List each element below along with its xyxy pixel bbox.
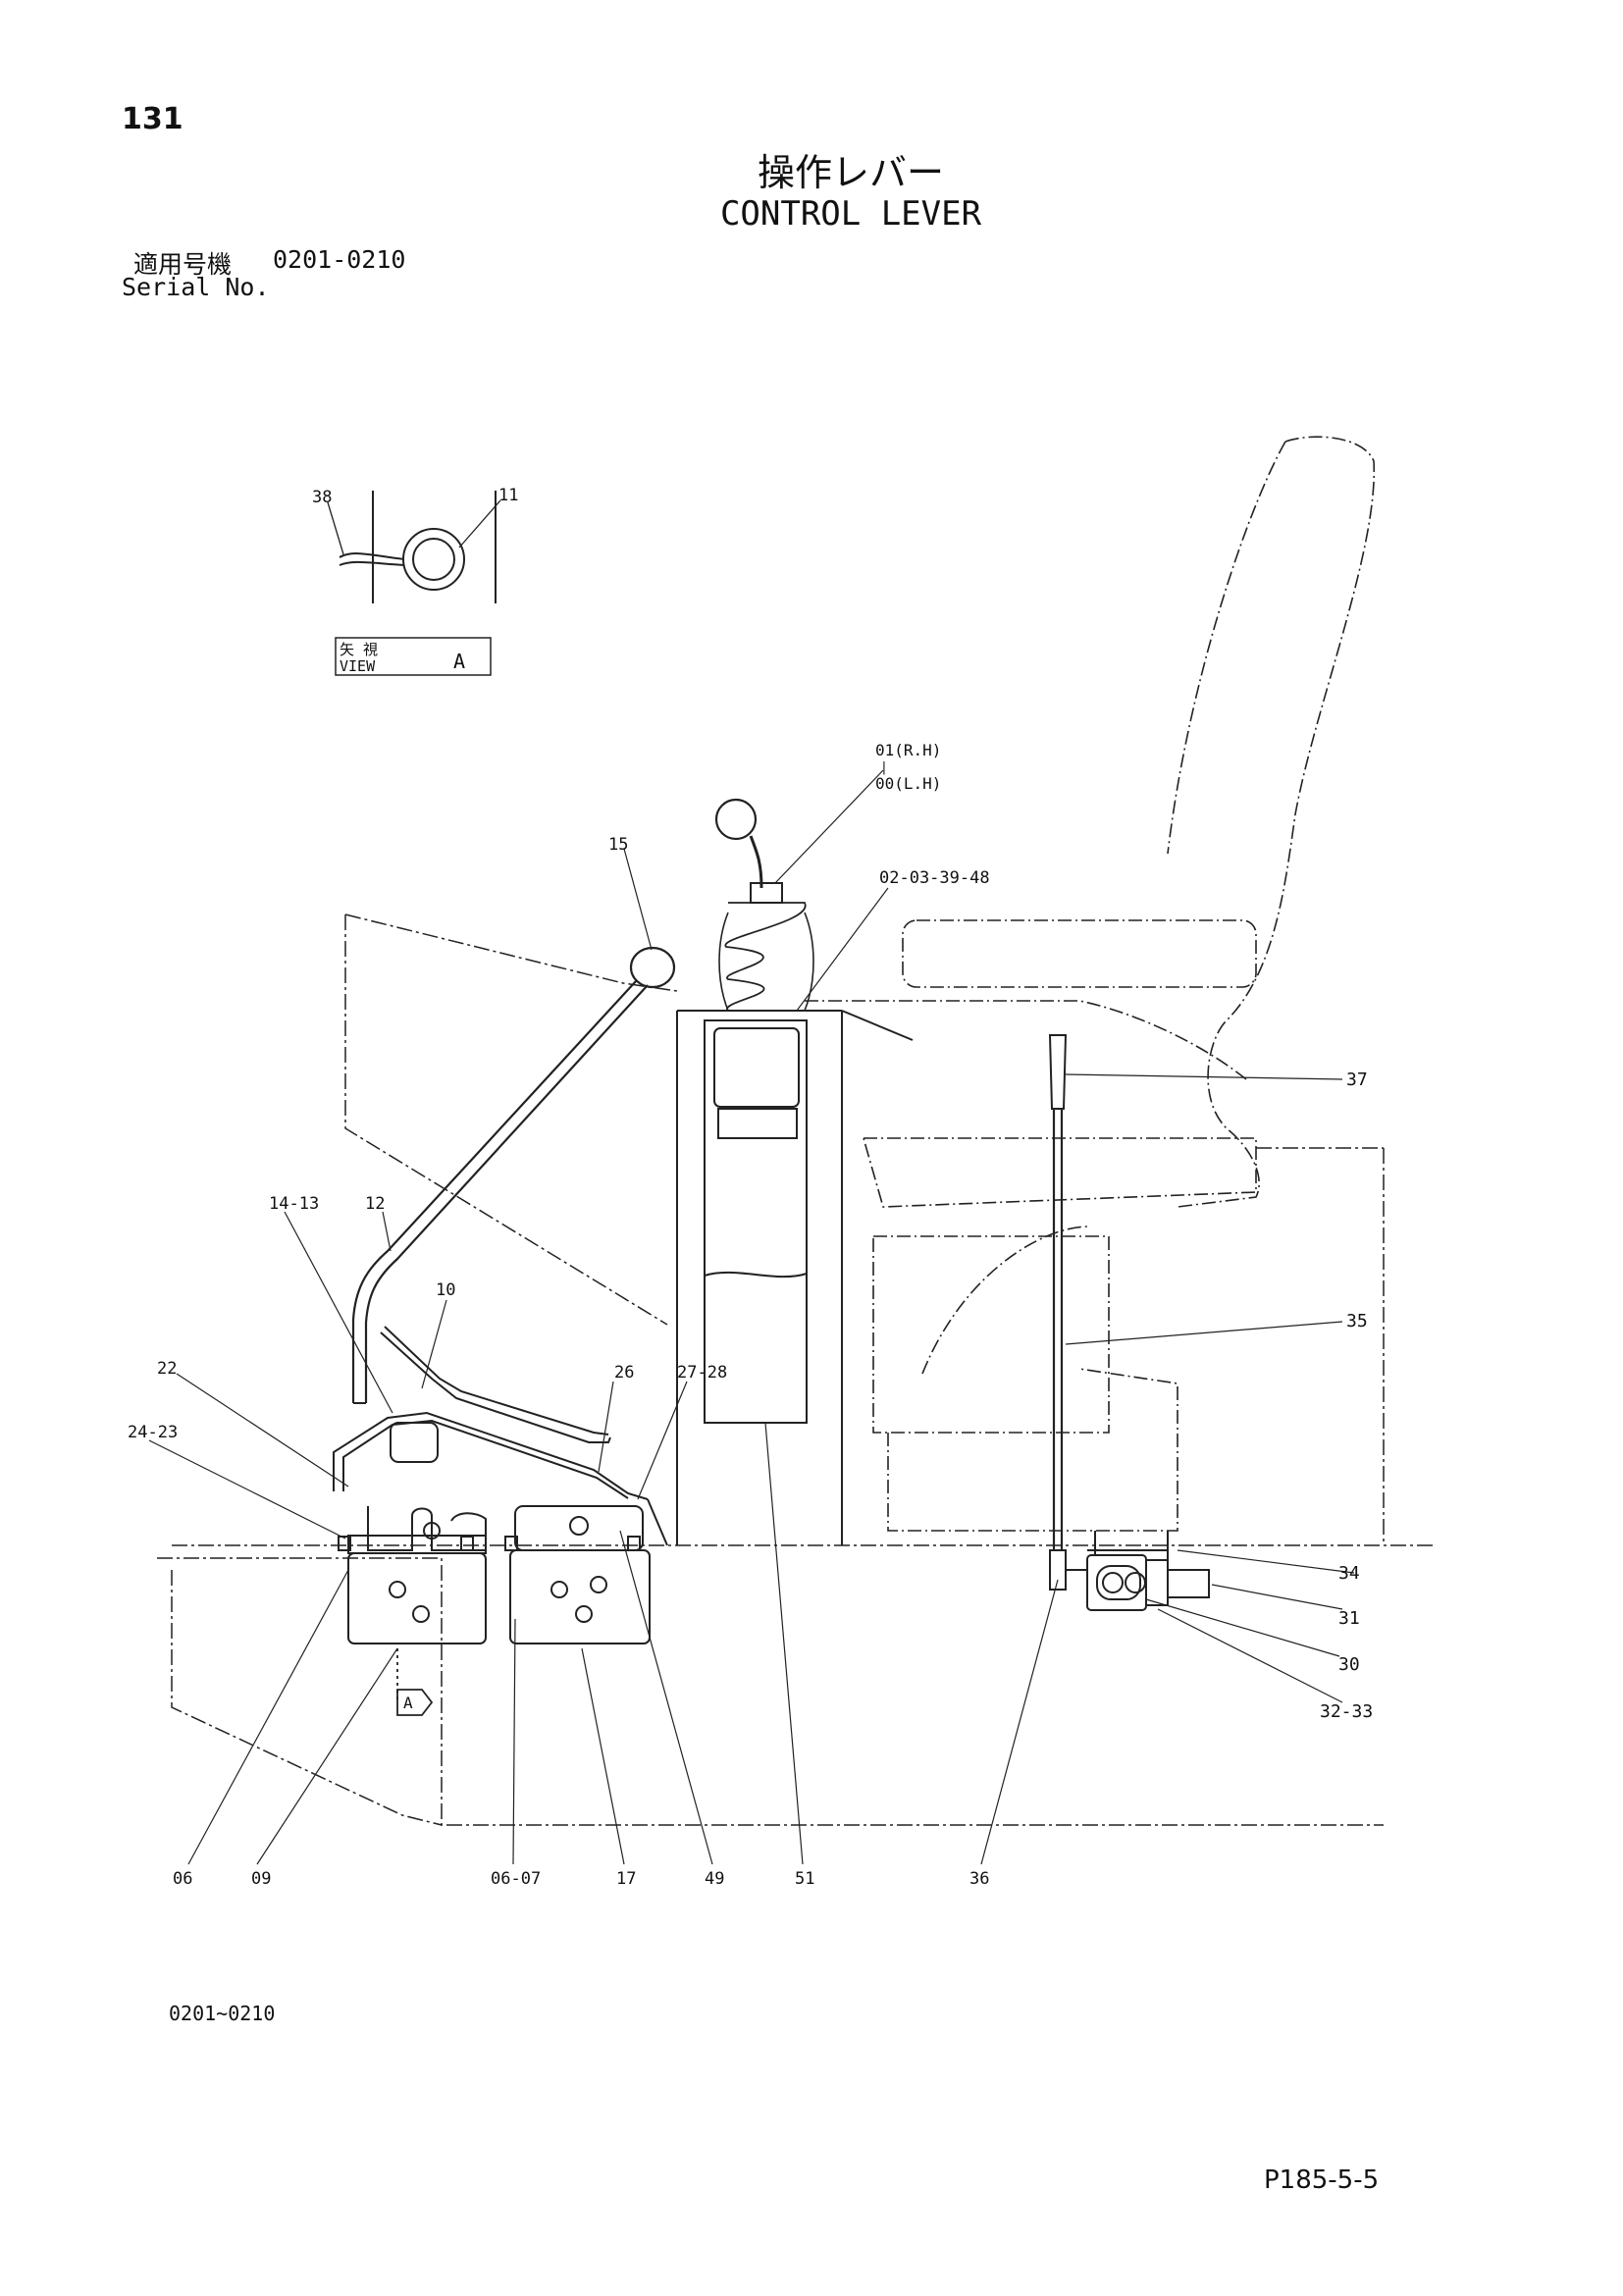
operator-seat bbox=[805, 436, 1376, 1532]
side-valve-block bbox=[1066, 1531, 1210, 1611]
callout-12: 12 bbox=[365, 1194, 385, 1214]
callout-26: 26 bbox=[614, 1363, 634, 1383]
view-label-kanji: 矢 視 bbox=[340, 641, 378, 658]
callout-22: 22 bbox=[157, 1359, 177, 1379]
callout-14-13: 14-13 bbox=[269, 1194, 319, 1214]
callout-17: 17 bbox=[616, 1869, 636, 1889]
serial-label-english: Serial No. bbox=[122, 273, 270, 301]
callout-15: 15 bbox=[608, 835, 628, 855]
callout-01-sep: | bbox=[880, 760, 888, 775]
lever-bracket bbox=[333, 1326, 668, 1546]
leader-lines bbox=[148, 769, 1355, 1865]
callout-09: 09 bbox=[251, 1869, 271, 1889]
callout-02-03-39-48: 02-03-39-48 bbox=[879, 868, 990, 888]
right-side-lever bbox=[1048, 1034, 1068, 1591]
view-marker-letter: A bbox=[403, 1694, 413, 1712]
page-number: 131 bbox=[122, 102, 183, 136]
callout-31: 31 bbox=[1338, 1608, 1360, 1629]
view-a-arrow bbox=[396, 1648, 434, 1716]
callout-06-07: 06-07 bbox=[491, 1869, 541, 1889]
callout-32-33: 32-33 bbox=[1320, 1701, 1373, 1722]
callout-37: 37 bbox=[1346, 1070, 1368, 1090]
callout-06: 06 bbox=[173, 1869, 192, 1889]
serial-range: 0201-0210 bbox=[273, 245, 406, 274]
figure-code: P185-5-5 bbox=[1264, 2166, 1380, 2195]
view-label-view: VIEW bbox=[340, 657, 376, 675]
callout-36: 36 bbox=[969, 1869, 989, 1889]
joystick-lever bbox=[714, 798, 814, 1012]
title-japanese: 操作レバー bbox=[757, 151, 944, 194]
callout-11: 11 bbox=[498, 486, 518, 505]
view-a-inset bbox=[327, 491, 501, 676]
callout-34: 34 bbox=[1338, 1563, 1360, 1584]
center-console bbox=[676, 1010, 914, 1545]
callout-24-23: 24-23 bbox=[128, 1423, 178, 1442]
callout-38: 38 bbox=[312, 488, 332, 507]
left-safety-lever bbox=[351, 946, 676, 1404]
right-pilot-valve bbox=[504, 1505, 651, 1644]
callout-30: 30 bbox=[1338, 1654, 1360, 1675]
view-label-letter: A bbox=[453, 650, 465, 673]
callout-10: 10 bbox=[436, 1280, 455, 1300]
callout-51: 51 bbox=[795, 1869, 814, 1889]
callout-35: 35 bbox=[1346, 1311, 1368, 1331]
serial-label-japanese: 適用号機 bbox=[133, 250, 233, 279]
callout-27-28: 27-28 bbox=[677, 1363, 727, 1383]
callout-49: 49 bbox=[705, 1869, 724, 1889]
callout-01: 01(R.H) bbox=[875, 741, 941, 759]
cab-frame bbox=[157, 913, 1433, 1826]
left-pilot-valve bbox=[338, 1506, 487, 1644]
title-english: CONTROL LEVER bbox=[719, 194, 982, 234]
footer-serial-range: 0201~0210 bbox=[169, 2002, 276, 2025]
callout-00: 00(L.H) bbox=[875, 774, 941, 793]
